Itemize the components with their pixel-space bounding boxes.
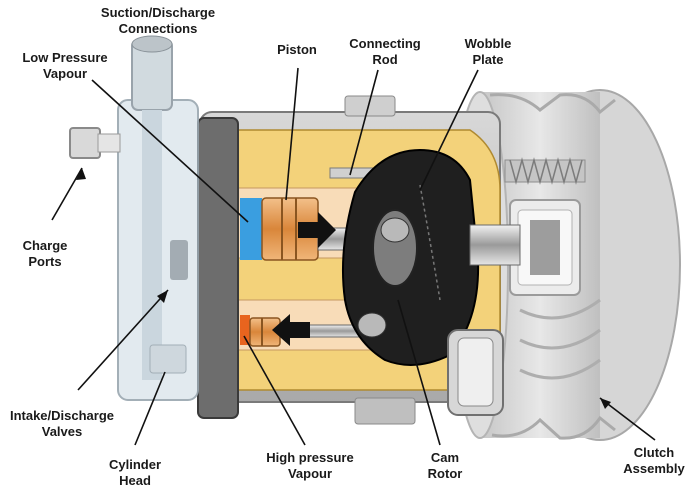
label-high-pressure-vapour: High pressure Vapour [266,450,354,481]
intake-flow-arrow [298,212,336,248]
drive-shaft [469,224,521,266]
label-suction-discharge-connections: Suction/Discharge Connections [100,5,216,36]
label-intake-discharge-valves: Intake/Discharge Valves [9,408,115,439]
leader-intake-valves [77,289,169,391]
leader-charge-ports [51,167,83,221]
leader-clutch [599,397,656,441]
cylinder-head-plate [197,117,239,419]
leader-high-pressure [243,335,306,446]
discharge-flow-arrow [272,314,310,346]
leader-connecting-rod [349,69,379,176]
leader-lines [51,67,656,446]
label-low-pressure-vapour: Low Pressure Vapour [22,50,108,81]
label-charge-ports: Charge Ports [22,238,68,269]
label-piston: Piston [277,42,317,57]
charge-port-fitting [69,127,121,159]
leader-piston [285,67,299,201]
rotor-ball-upper [380,217,410,243]
suction-discharge-block [117,35,199,401]
low-pressure-vapour-area [240,198,262,260]
label-wobble-plate: Wobble Plate [464,36,512,67]
leader-low-pressure [91,79,249,223]
label-cam-rotor: Cam Rotor [427,450,463,481]
lower-bearing [447,329,504,416]
piston-upper [261,197,319,261]
label-connecting-rod: Connecting Rod [349,36,421,67]
label-cylinder-head: Cylinder Head [108,457,161,488]
leader-cylinder-head [134,371,166,446]
leader-wobble-plate [419,69,479,191]
label-clutch-assembly: Clutch Assembly [623,445,685,476]
high-pressure-vapour-area [240,315,250,345]
leader-arrowheads [76,168,611,409]
rotor-ball-lower [357,312,387,338]
leader-cam-rotor [397,299,441,446]
